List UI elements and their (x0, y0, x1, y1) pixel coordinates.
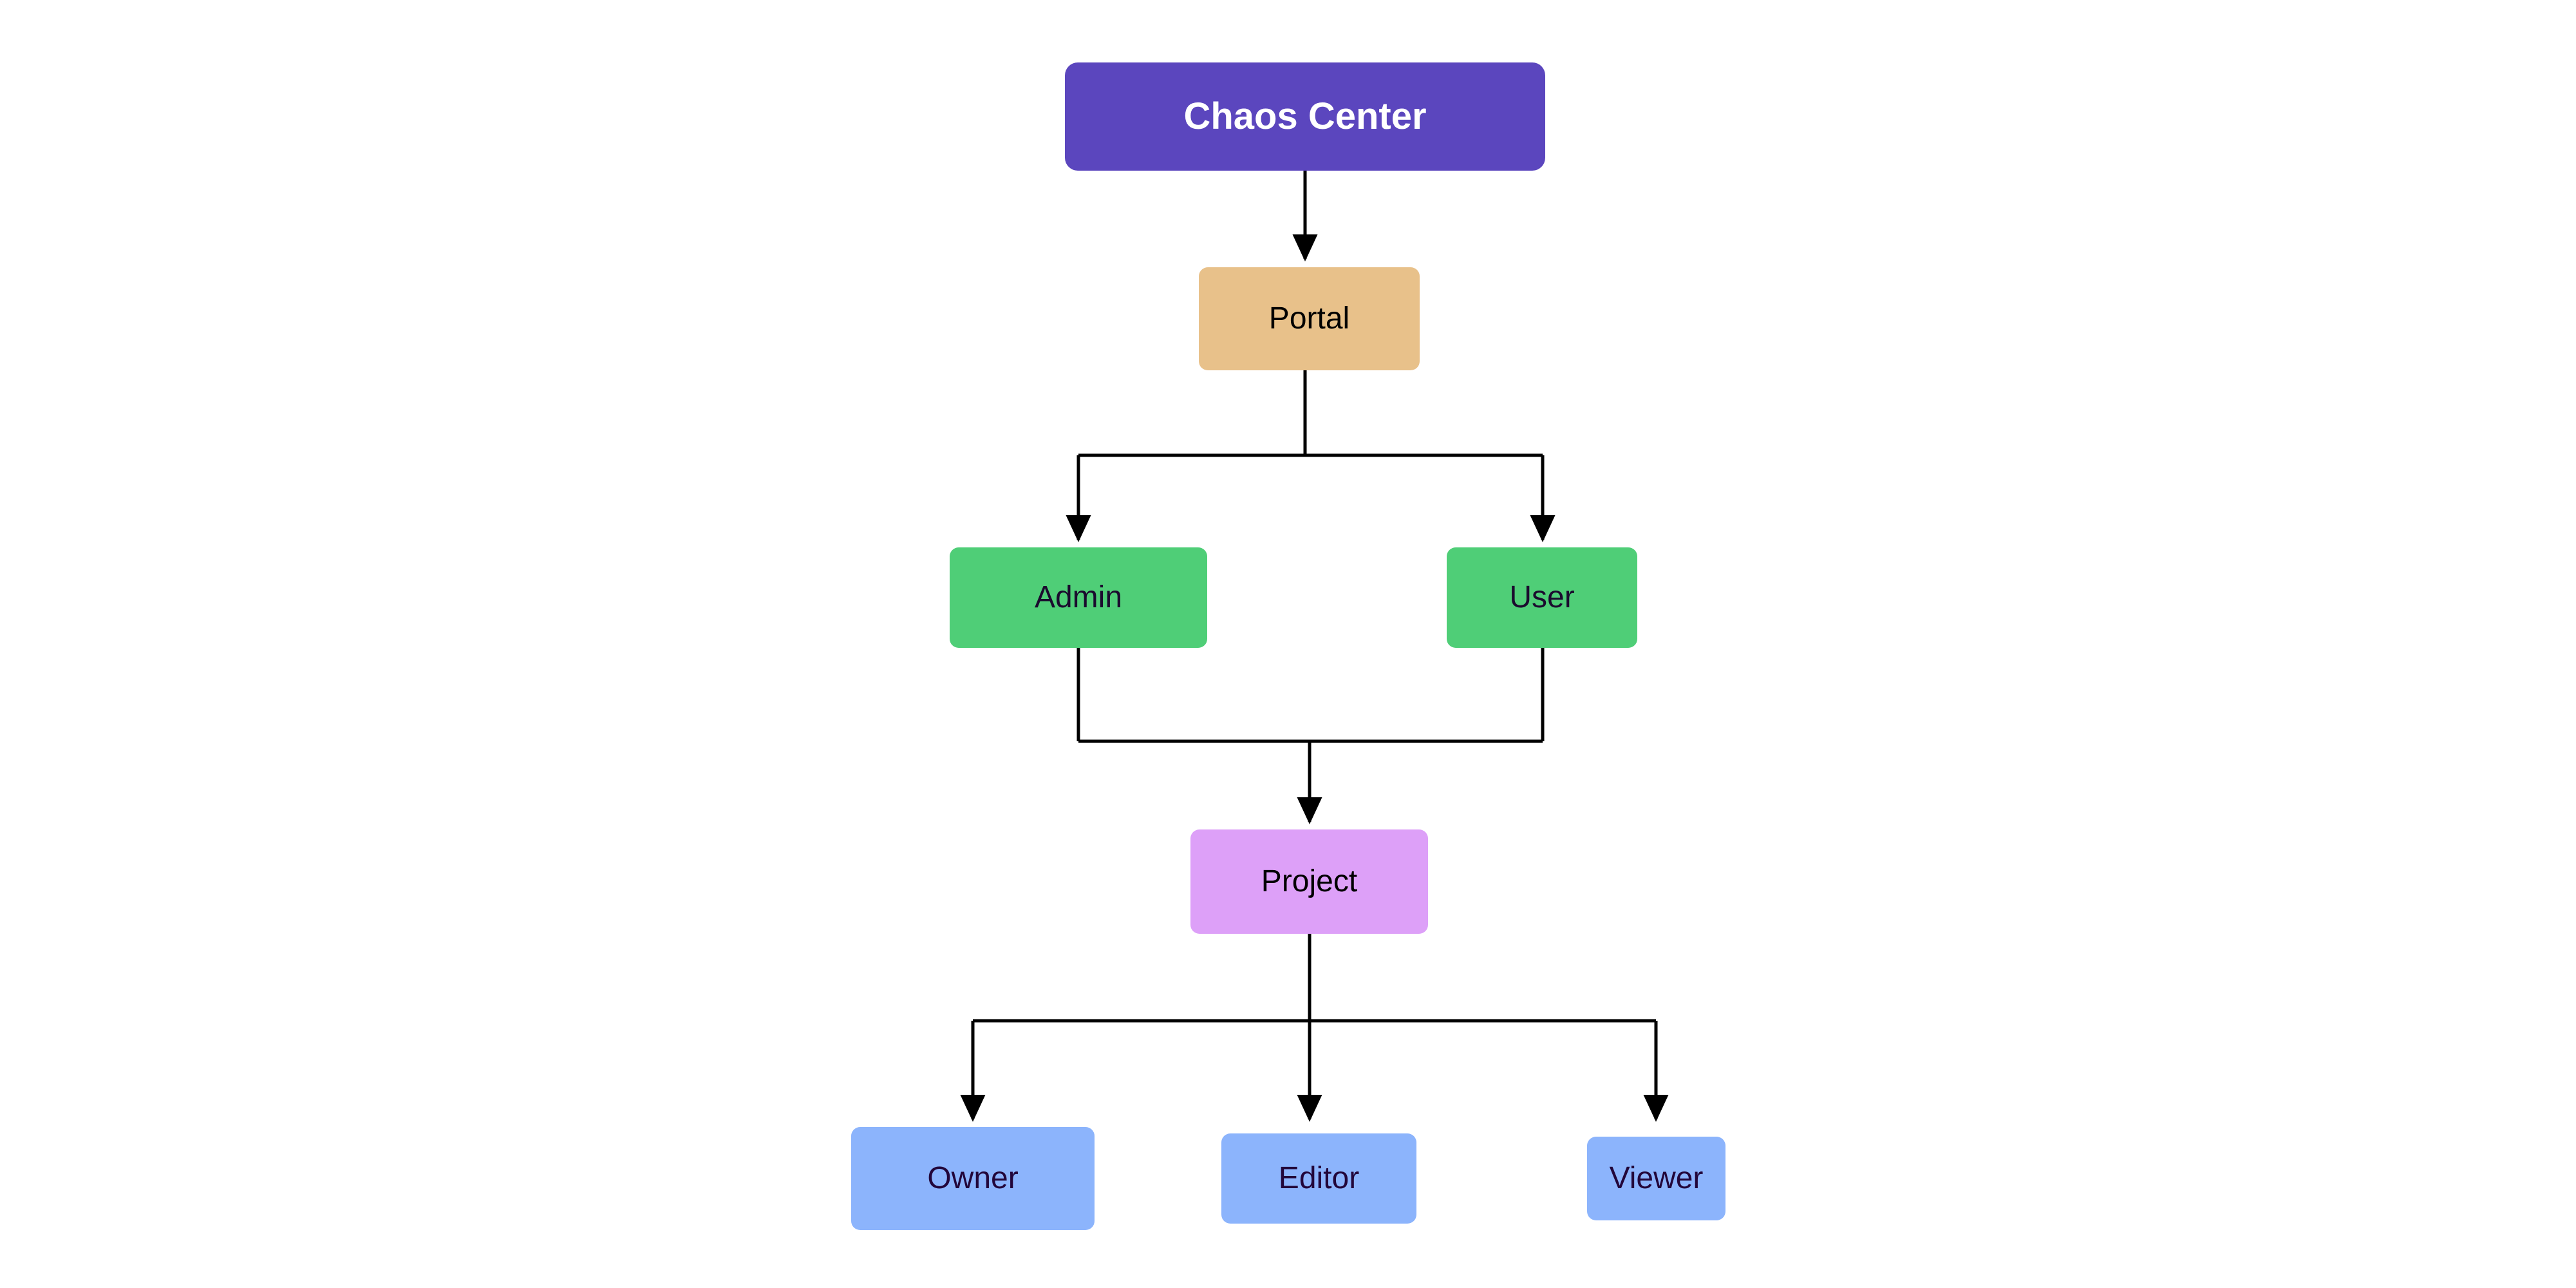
node-admin[interactable]: Admin (950, 547, 1207, 648)
node-chaos-center-label: Chaos Center (1183, 95, 1427, 138)
node-user-label: User (1509, 580, 1575, 614)
node-viewer-label: Viewer (1609, 1160, 1704, 1195)
node-admin-label: Admin (1034, 580, 1123, 614)
node-owner[interactable]: Owner (851, 1127, 1095, 1230)
node-portal[interactable]: Portal (1199, 267, 1420, 370)
node-project-label: Project (1261, 864, 1358, 898)
node-editor-label: Editor (1278, 1160, 1360, 1195)
node-owner-label: Owner (927, 1160, 1019, 1195)
node-editor[interactable]: Editor (1221, 1133, 1416, 1224)
node-portal-label: Portal (1268, 301, 1350, 336)
node-viewer[interactable]: Viewer (1587, 1137, 1725, 1220)
node-project[interactable]: Project (1190, 829, 1428, 934)
node-chaos-center[interactable]: Chaos Center (1065, 62, 1545, 171)
node-user[interactable]: User (1447, 547, 1637, 648)
